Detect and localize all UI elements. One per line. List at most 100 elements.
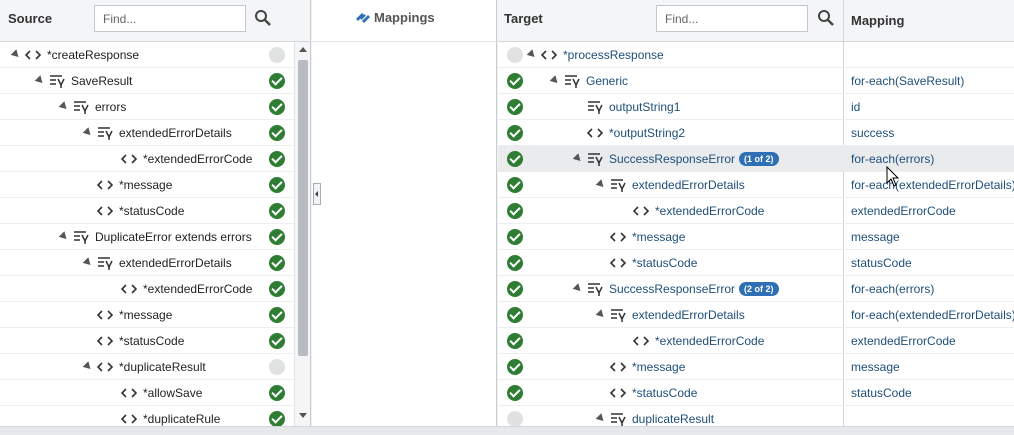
empty-circle-icon bbox=[507, 47, 523, 63]
mapping-expression[interactable]: statusCode bbox=[851, 256, 912, 270]
search-icon[interactable] bbox=[817, 9, 835, 27]
mapping-expression[interactable]: for-each(extendedErrorDetails) bbox=[851, 308, 1014, 322]
source-tree-row[interactable]: *statusCode bbox=[0, 328, 294, 354]
target-node-label: SuccessResponseError bbox=[609, 152, 736, 166]
source-tree-row[interactable]: *createResponse bbox=[0, 42, 294, 68]
code-brackets-icon bbox=[96, 307, 114, 323]
mapping-expression[interactable]: success bbox=[851, 126, 895, 140]
expand-toggle-icon[interactable] bbox=[549, 75, 561, 86]
check-circle-icon bbox=[507, 281, 523, 297]
check-circle-icon bbox=[507, 125, 523, 141]
source-tree-row[interactable]: *duplicateRule bbox=[0, 406, 294, 426]
target-node-label: Generic bbox=[586, 74, 629, 88]
source-tree-row[interactable]: *allowSave bbox=[0, 380, 294, 406]
source-tree-row[interactable]: *statusCode bbox=[0, 198, 294, 224]
expand-toggle-icon[interactable] bbox=[595, 179, 607, 190]
expand-toggle-icon[interactable] bbox=[595, 309, 607, 320]
choice-group-icon bbox=[609, 307, 627, 323]
expand-toggle-icon[interactable] bbox=[572, 153, 584, 164]
source-scrollbar[interactable] bbox=[294, 42, 310, 426]
source-tree-row[interactable]: extendedErrorDetails bbox=[0, 120, 294, 146]
code-brackets-icon bbox=[609, 255, 627, 271]
target-header: Target Mapping bbox=[498, 0, 1014, 42]
check-circle-icon bbox=[507, 73, 523, 89]
expand-toggle-icon[interactable] bbox=[595, 413, 607, 424]
mapping-expression[interactable]: for-each(SaveResult) bbox=[851, 74, 965, 88]
source-tree-row[interactable]: *extendedErrorCode bbox=[0, 146, 294, 172]
mappings-icon bbox=[356, 13, 370, 23]
target-tree-row[interactable]: SuccessResponseError(1 of 2) for-each(err… bbox=[498, 146, 1014, 172]
source-node-label: *extendedErrorCode bbox=[143, 282, 253, 296]
check-circle-icon bbox=[269, 411, 285, 426]
target-node-label: SuccessResponseError bbox=[609, 282, 736, 296]
source-search-input[interactable] bbox=[94, 5, 246, 32]
code-brackets-icon bbox=[120, 151, 138, 167]
source-tree-row[interactable]: DuplicateError extends errors bbox=[0, 224, 294, 250]
mapping-expression[interactable]: id bbox=[851, 100, 861, 114]
expand-toggle-icon[interactable] bbox=[82, 127, 94, 138]
expand-toggle-icon[interactable] bbox=[526, 49, 538, 60]
expand-toggle-icon[interactable] bbox=[34, 75, 46, 86]
instance-badge: (2 of 2) bbox=[739, 282, 779, 296]
target-tree-row[interactable]: Generic for-each(SaveResult) bbox=[498, 68, 1014, 94]
mapping-expression[interactable]: message bbox=[851, 360, 900, 374]
source-tree-row[interactable]: SaveResult bbox=[0, 68, 294, 94]
code-brackets-icon bbox=[96, 359, 114, 375]
target-tree-row[interactable]: duplicateResult bbox=[498, 406, 1014, 426]
mapping-expression[interactable]: extendedErrorCode bbox=[851, 204, 956, 218]
source-node-label: *duplicateResult bbox=[119, 360, 206, 374]
expand-toggle-icon[interactable] bbox=[10, 49, 22, 60]
mapping-expression[interactable]: for-each(errors) bbox=[851, 282, 935, 296]
source-tree-row[interactable]: extendedErrorDetails bbox=[0, 250, 294, 276]
check-circle-icon bbox=[507, 151, 523, 167]
source-tree-row[interactable]: *extendedErrorCode bbox=[0, 276, 294, 302]
mapping-expression[interactable]: for-each(errors) bbox=[851, 152, 935, 166]
source-tree-row[interactable]: *duplicateResult bbox=[0, 354, 294, 380]
search-icon[interactable] bbox=[254, 9, 272, 27]
mapping-expression[interactable]: for-each(extendedErrorDetails) bbox=[851, 178, 1014, 192]
mapping-expression[interactable]: message bbox=[851, 230, 900, 244]
target-node-label: *processResponse bbox=[563, 48, 664, 62]
source-panel: Source *createResponseSaveResulterrorsex… bbox=[0, 0, 311, 426]
scroll-up-arrow-icon[interactable] bbox=[299, 47, 307, 52]
source-tree-row[interactable]: *message bbox=[0, 172, 294, 198]
instance-badge: (1 of 2) bbox=[739, 152, 779, 166]
mappings-title[interactable]: Mappings bbox=[374, 10, 435, 25]
source-tree-row[interactable]: errors bbox=[0, 94, 294, 120]
code-brackets-icon bbox=[609, 359, 627, 375]
target-tree-row[interactable]: *processResponse bbox=[498, 42, 1014, 68]
source-node-label: errors bbox=[95, 100, 127, 114]
source-node-label: *message bbox=[119, 308, 173, 322]
expand-toggle-icon[interactable] bbox=[572, 283, 584, 294]
choice-group-icon bbox=[586, 151, 604, 167]
bottom-bar bbox=[0, 426, 1014, 435]
mapping-expression[interactable]: extendedErrorCode bbox=[851, 334, 956, 348]
target-node-label: *statusCode bbox=[632, 386, 698, 400]
mapping-expression[interactable]: statusCode bbox=[851, 386, 912, 400]
expand-toggle-icon[interactable] bbox=[82, 257, 94, 268]
code-brackets-icon bbox=[24, 47, 42, 63]
choice-group-icon bbox=[609, 411, 627, 426]
source-node-label: *statusCode bbox=[119, 334, 185, 348]
check-circle-icon bbox=[269, 385, 285, 401]
expand-toggle-icon[interactable] bbox=[82, 361, 94, 372]
expand-toggle-icon[interactable] bbox=[58, 101, 70, 112]
target-tree-row[interactable]: SuccessResponseError(2 of 2) for-each(err… bbox=[498, 276, 1014, 302]
scroll-thumb[interactable] bbox=[298, 60, 308, 356]
source-tree-row[interactable]: *message bbox=[0, 302, 294, 328]
scroll-down-arrow-icon[interactable] bbox=[299, 413, 307, 418]
target-tree-row[interactable]: *statusCode statusCode bbox=[498, 380, 1014, 406]
target-search-input[interactable] bbox=[656, 5, 808, 32]
expand-toggle-icon[interactable] bbox=[58, 231, 70, 242]
code-brackets-icon bbox=[609, 385, 627, 401]
collapse-source-handle[interactable] bbox=[313, 183, 321, 205]
